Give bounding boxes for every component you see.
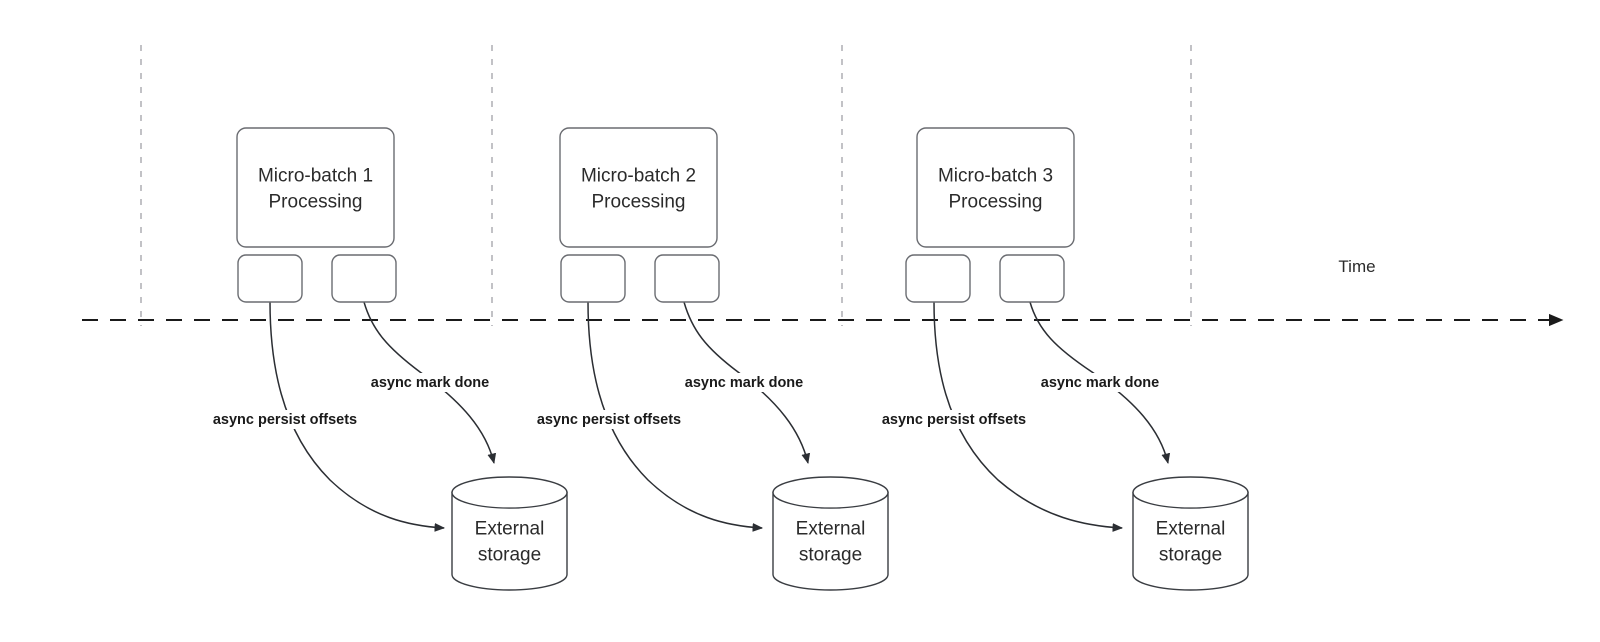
external-storage-2[interactable]: External storage <box>772 476 889 591</box>
flow-edges-group <box>269 301 1171 532</box>
external-storage-label-line1-3: External <box>1156 519 1226 540</box>
edge-mark-done-2 <box>683 301 811 465</box>
micro-batch-box-rect-3 <box>916 127 1075 248</box>
edge-mark-done-3 <box>1029 301 1171 465</box>
edge-label-backing-persist-offsets-3 <box>859 410 1049 429</box>
edge-label-persist-offsets-1: async persist offsets <box>213 412 357 428</box>
timeline-tick-group <box>140 45 1192 326</box>
edge-label-backing-persist-offsets-2 <box>514 410 704 429</box>
edge-persist-offsets-2 <box>587 301 764 532</box>
task-box-3-b[interactable] <box>999 254 1065 303</box>
micro-batch-subtitle-3: Processing <box>949 192 1043 213</box>
external-storage-label-line1-2: External <box>796 519 866 540</box>
cylinder-top-1 <box>451 476 568 509</box>
micro-batch-title-1: Micro-batch 1 <box>258 166 373 187</box>
task-box-3-a[interactable] <box>905 254 971 303</box>
edge-label-mark-done-3: async mark done <box>1041 375 1159 391</box>
cylinder-body-1 <box>451 491 568 591</box>
edge-label-persist-offsets-3: async persist offsets <box>882 412 1026 428</box>
micro-batch-title-2: Micro-batch 2 <box>581 166 696 187</box>
external-storage-label-line2-1: storage <box>478 545 541 566</box>
edge-label-mark-done-2: async mark done <box>685 375 803 391</box>
task-box-2-a[interactable] <box>560 254 626 303</box>
edge-label-backing-mark-done-3 <box>1005 373 1195 392</box>
task-box-1-a[interactable] <box>237 254 303 303</box>
time-axis-label: Time <box>1338 257 1375 276</box>
micro-batch-box-rect-2 <box>559 127 718 248</box>
external-storage-1[interactable]: External storage <box>451 476 568 591</box>
micro-batch-box-rect-1 <box>236 127 395 248</box>
external-storage-label-line1-1: External <box>475 519 545 540</box>
cylinder-top-3 <box>1132 476 1249 509</box>
edge-persist-offsets-3 <box>933 301 1124 532</box>
cylinder-body-3 <box>1132 491 1249 591</box>
micro-batch-subtitle-1: Processing <box>269 192 363 213</box>
micro-batch-box-2[interactable]: Micro-batch 2 Processing <box>559 127 718 248</box>
task-box-1-b[interactable] <box>331 254 397 303</box>
edge-mark-done-1 <box>363 301 497 465</box>
edge-labels-group: async persist offsets async mark done asyn… <box>190 373 1195 429</box>
micro-batch-subtitle-2: Processing <box>592 192 686 213</box>
edge-persist-offsets-1 <box>269 301 446 532</box>
cylinder-body-2 <box>772 491 889 591</box>
edge-label-backing-mark-done-2 <box>649 373 839 392</box>
task-box-2-b[interactable] <box>654 254 720 303</box>
edge-label-backing-persist-offsets-1 <box>190 410 380 429</box>
micro-batch-box-3[interactable]: Micro-batch 3 Processing <box>916 127 1075 248</box>
edge-label-persist-offsets-2: async persist offsets <box>537 412 681 428</box>
time-axis-group: Time <box>82 257 1564 327</box>
cylinder-top-2 <box>772 476 889 509</box>
external-storage-label-line2-2: storage <box>799 545 862 566</box>
micro-batch-box-1[interactable]: Micro-batch 1 Processing <box>236 127 395 248</box>
external-storage-3[interactable]: External storage <box>1132 476 1249 591</box>
micro-batch-title-3: Micro-batch 3 <box>938 166 1053 187</box>
external-storage-label-line2-3: storage <box>1159 545 1222 566</box>
edge-label-mark-done-1: async mark done <box>371 375 489 391</box>
edge-label-backing-mark-done-1 <box>335 373 525 392</box>
